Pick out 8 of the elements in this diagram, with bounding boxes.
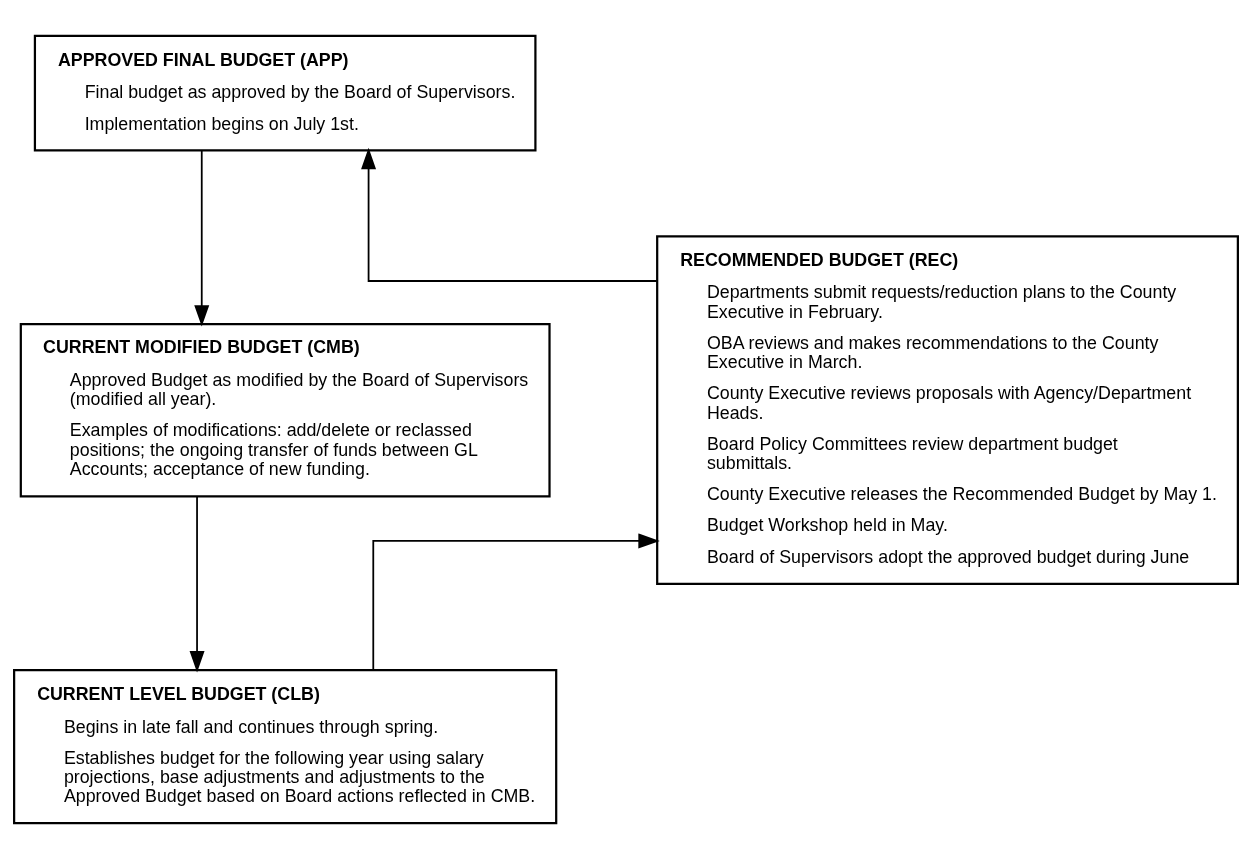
- arrow: [189, 495, 205, 672]
- node-box: CURRENT MODIFIED BUDGET (CMB) Approved Budget as modified by the Board of Supervisors (modified all year). Examples of modifications: add/delete or reclassed positions; the ongoing transfer of funds between GL Accounts; acceptance of new funding.: [19, 322, 551, 497]
- node-box: CURRENT LEVEL BUDGET (CLB) Begins in late fall and continues through spring. Establishes budget for the following year using salary projections, base adjustments and adjustments to the Approved Budget based on Board actions reflected in CMB.: [13, 668, 558, 824]
- arrow: [361, 147, 658, 282]
- arrow: [194, 149, 210, 327]
- node-box: APPROVED FINAL BUDGET (APP) Final budget as approved by the Board of Supervisors. Implementation begins on July 1st.: [33, 34, 537, 151]
- node-box: RECOMMENDED BUDGET (REC) Departments submit requests/reduction plans to the County Executive in February. OBA reviews and makes recommendations to the County Executive in March. County Executive reviews proposals with Agency/Department Heads. Board Policy Committees review department budget submittals. County Executive releases the Recommended Budget by May 1. Budget Workshop held in May. Board of Supervisors adopt the approved budget during June: [656, 234, 1239, 585]
- arrow: [372, 532, 660, 671]
